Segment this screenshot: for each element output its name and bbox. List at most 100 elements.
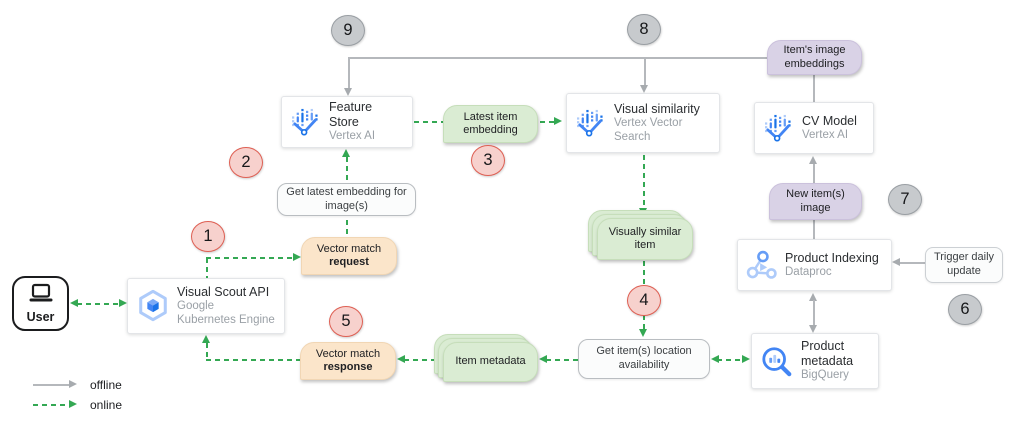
step-3-number: 3 [483, 151, 493, 169]
feature-store-title: Feature Store [329, 100, 373, 130]
online-connector-response-scout-v [206, 343, 208, 360]
vertex-ai-icon [763, 114, 795, 142]
new-items-image-text: New item(s) image [786, 188, 845, 214]
arrowhead-right-visual-similarity [554, 117, 562, 125]
online-connector-itemmetadata-response [404, 359, 443, 361]
step-8-number: 8 [639, 20, 649, 38]
visual-scout-api-card: Visual Scout API Google Kubernetes Engin… [127, 278, 285, 334]
legend-online-label: online [90, 398, 123, 412]
dataproc-icon [746, 250, 778, 280]
latest-item-embedding-label: Latest item embedding [443, 105, 538, 143]
items-image-embeddings-label: Item's image embeddings [767, 40, 862, 75]
product-indexing-subtitle: Dataproc [785, 265, 832, 278]
offline-connector-top [348, 57, 767, 59]
step-4: 4 [627, 285, 661, 316]
visual-similarity-subtitle: Vertex Vector Search [614, 116, 683, 143]
legend-online-line [33, 404, 71, 406]
arrowhead-left-user [70, 299, 78, 307]
vector-match-request-line2: request [329, 256, 369, 268]
feature-store-card: Feature Store Vertex AI [281, 96, 413, 148]
step-8: 8 [627, 14, 661, 45]
legend-online-arrowhead [69, 400, 77, 408]
step-2: 2 [229, 147, 263, 178]
offline-connector-cvmodel-newitems [813, 164, 815, 183]
offline-connector-trigger [899, 262, 925, 264]
offline-connector-embeddings-to-cvmodel [813, 75, 815, 102]
visually-similar-item-label: Visually similar item [597, 218, 693, 260]
arrowhead-up-feature-store [342, 149, 350, 157]
arrowhead-up-cv-model [809, 156, 817, 164]
product-metadata-subtitle: BigQuery [801, 369, 849, 382]
step-9-number: 9 [343, 21, 353, 39]
step-5-number: 5 [341, 312, 351, 330]
item-metadata-text: Item metadata [455, 355, 526, 368]
step-3: 3 [471, 145, 505, 176]
get-item-location-box: Get item(s) location availability [578, 339, 710, 379]
step-6-number: 6 [960, 300, 970, 318]
get-latest-embedding-text: Get latest embedding for image(s) [286, 185, 407, 212]
user-label: User [26, 310, 55, 325]
new-items-image-label: New item(s) image [769, 183, 862, 220]
gke-icon [136, 289, 170, 323]
vector-match-response-label: Vector match response [300, 342, 396, 380]
online-connector-similarity-down [643, 155, 645, 209]
cv-model-subtitle: Vertex AI [802, 128, 849, 141]
visual-scout-api-title: Visual Scout API [177, 284, 270, 299]
step-2-number: 2 [241, 153, 251, 171]
cv-model-title: CV Model [802, 113, 857, 128]
arrowhead-down-visual-similarity [640, 85, 648, 93]
product-indexing-title: Product Indexing [785, 250, 879, 265]
step-1: 1 [191, 221, 225, 252]
vector-match-response-line2: response [323, 361, 373, 373]
step-5: 5 [329, 306, 363, 337]
cv-model-card: CV Model Vertex AI [754, 102, 874, 154]
offline-connector-to-feature-store [348, 57, 350, 88]
item-metadata-label: Item metadata [443, 342, 538, 382]
items-image-embeddings-text: Item's image embeddings [783, 44, 846, 70]
online-connector-location-metadata [717, 359, 745, 361]
arrowhead-left-response [397, 355, 405, 363]
laptop-icon [27, 283, 55, 310]
legend-offline-line [33, 384, 71, 386]
get-item-location-text: Get item(s) location availability [596, 345, 692, 371]
vector-match-request-label: Vector match request [301, 237, 397, 275]
offline-connector-indexing-metadata [813, 300, 815, 325]
vector-match-request-line1: Vector match [316, 242, 382, 255]
trigger-daily-update-box: Trigger daily update [925, 247, 1003, 283]
step-7-number: 7 [900, 190, 910, 208]
step-6: 6 [948, 294, 982, 325]
vector-match-response-line1: Vector match [315, 347, 381, 360]
get-latest-embedding-box: Get latest embedding for image(s) [277, 183, 416, 216]
product-indexing-card: Product Indexing Dataproc [737, 239, 892, 291]
arrowhead-right-request [293, 253, 301, 261]
visual-similarity-title: Visual similarity [614, 101, 700, 116]
bigquery-icon [760, 345, 794, 377]
arrowhead-up-product-indexing [809, 293, 817, 301]
vertex-ai-icon [575, 109, 607, 137]
step-7: 7 [888, 184, 922, 215]
arrowhead-left-product-indexing [892, 258, 900, 266]
feature-store-subtitle: Vertex AI [329, 130, 376, 143]
visually-similar-item-text: Visually similar item [608, 225, 682, 251]
step-1-number: 1 [203, 227, 213, 245]
arrowhead-left-location-box [711, 355, 719, 363]
arrowhead-right-product-metadata [742, 355, 750, 363]
online-connector-response-scout-h [206, 359, 300, 361]
online-connector-user-scout [77, 303, 121, 305]
offline-connector-to-visual-similarity [644, 57, 646, 85]
arrowhead-up-scout [202, 335, 210, 343]
offline-connector-newitems-indexing [813, 219, 815, 239]
latest-item-embedding-text: Latest item embedding [463, 110, 518, 136]
arrowhead-down-product-metadata [809, 325, 817, 333]
product-metadata-card: Product metadata BigQuery [751, 333, 879, 389]
arrowhead-down-location [639, 329, 647, 337]
product-metadata-title: Product metadata [801, 339, 854, 369]
arrowhead-left-item-metadata [539, 355, 547, 363]
step-4-number: 4 [639, 291, 649, 309]
trigger-daily-update-text: Trigger daily update [933, 251, 995, 277]
arrowhead-down-feature-store [344, 88, 352, 96]
online-connector-to-request [206, 257, 293, 259]
vertex-ai-icon [290, 108, 322, 136]
legend-offline-arrowhead [69, 380, 77, 388]
